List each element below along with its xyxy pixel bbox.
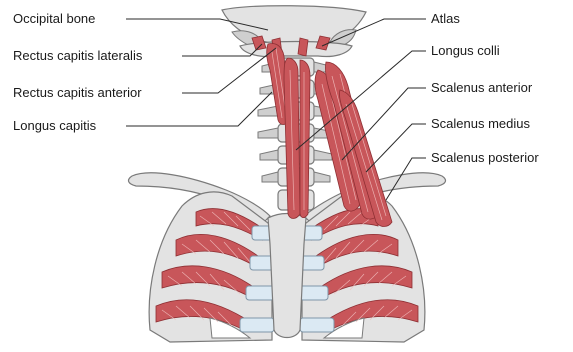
label-rectus-capitis-anterior: Rectus capitis anterior (13, 85, 142, 100)
left-rib-cage (149, 192, 274, 342)
sternum (268, 214, 306, 338)
label-rectus-capitis-lateralis: Rectus capitis lateralis (13, 48, 143, 63)
leader-scalenus-medius (366, 124, 426, 172)
label-longus-capitis: Longus capitis (13, 118, 97, 133)
occipital-bone (222, 6, 366, 46)
leader-longus-capitis (126, 92, 272, 126)
label-occipital-bone: Occipital bone (13, 11, 95, 26)
label-scalenus-posterior: Scalenus posterior (431, 150, 539, 165)
label-scalenus-medius: Scalenus medius (431, 116, 530, 131)
label-scalenus-anterior: Scalenus anterior (431, 80, 533, 95)
label-longus-colli: Longus colli (431, 43, 500, 58)
label-atlas: Atlas (431, 11, 460, 26)
longus-colli-muscle (284, 58, 310, 219)
